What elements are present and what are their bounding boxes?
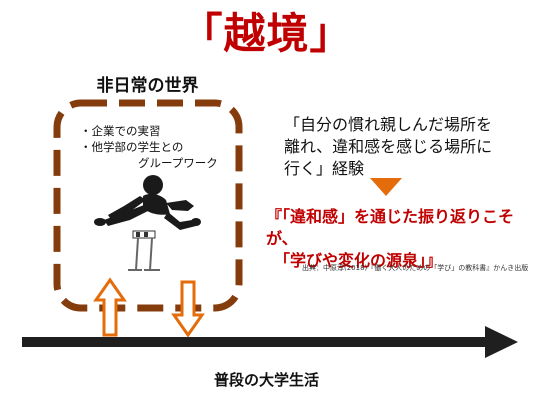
list-item: ・他学部の学生との	[80, 140, 184, 154]
right-arrow-icon	[22, 326, 518, 358]
up-arrow-icon	[93, 277, 127, 337]
experience-line: 「自分の慣れ親しんだ場所を	[284, 115, 493, 134]
list-item: ・企業での実習	[80, 124, 161, 138]
source-citation: 出典：中原淳(2018)『働く大人のための「学び」の教科書』かんき出版	[302, 264, 529, 272]
hurdler-figure-icon	[94, 175, 201, 230]
down-arrow-icon	[171, 280, 205, 338]
down-triangle-icon	[370, 178, 402, 196]
reflection-line: 『「違和感」を通じた振り返りこそが、	[266, 207, 515, 248]
hurdle-icon	[128, 230, 160, 271]
experience-line: 行く」経験	[284, 159, 365, 178]
reflection-line: 「学びや変化の源泉」』	[274, 251, 443, 270]
non-daily-world-label: 非日常の世界	[96, 76, 199, 96]
daily-university-life-label: 普段の大学生活	[213, 371, 319, 389]
activity-list: ・企業での実習 ・他学部の学生との グループワーク	[80, 123, 218, 171]
slide-title: 「越境」	[180, 9, 353, 58]
non-daily-world-frame	[53, 99, 243, 312]
experience-description: 「自分の慣れ親しんだ場所を 離れ、違和感を感じる場所に 行く」経験	[284, 114, 524, 180]
list-item: グループワーク	[138, 156, 218, 170]
reflection-quote: 『「違和感」を通じた振り返りこそが、 「学びや変化の源泉」』	[266, 206, 531, 272]
experience-line: 離れ、違和感を感じる場所に	[284, 137, 493, 156]
